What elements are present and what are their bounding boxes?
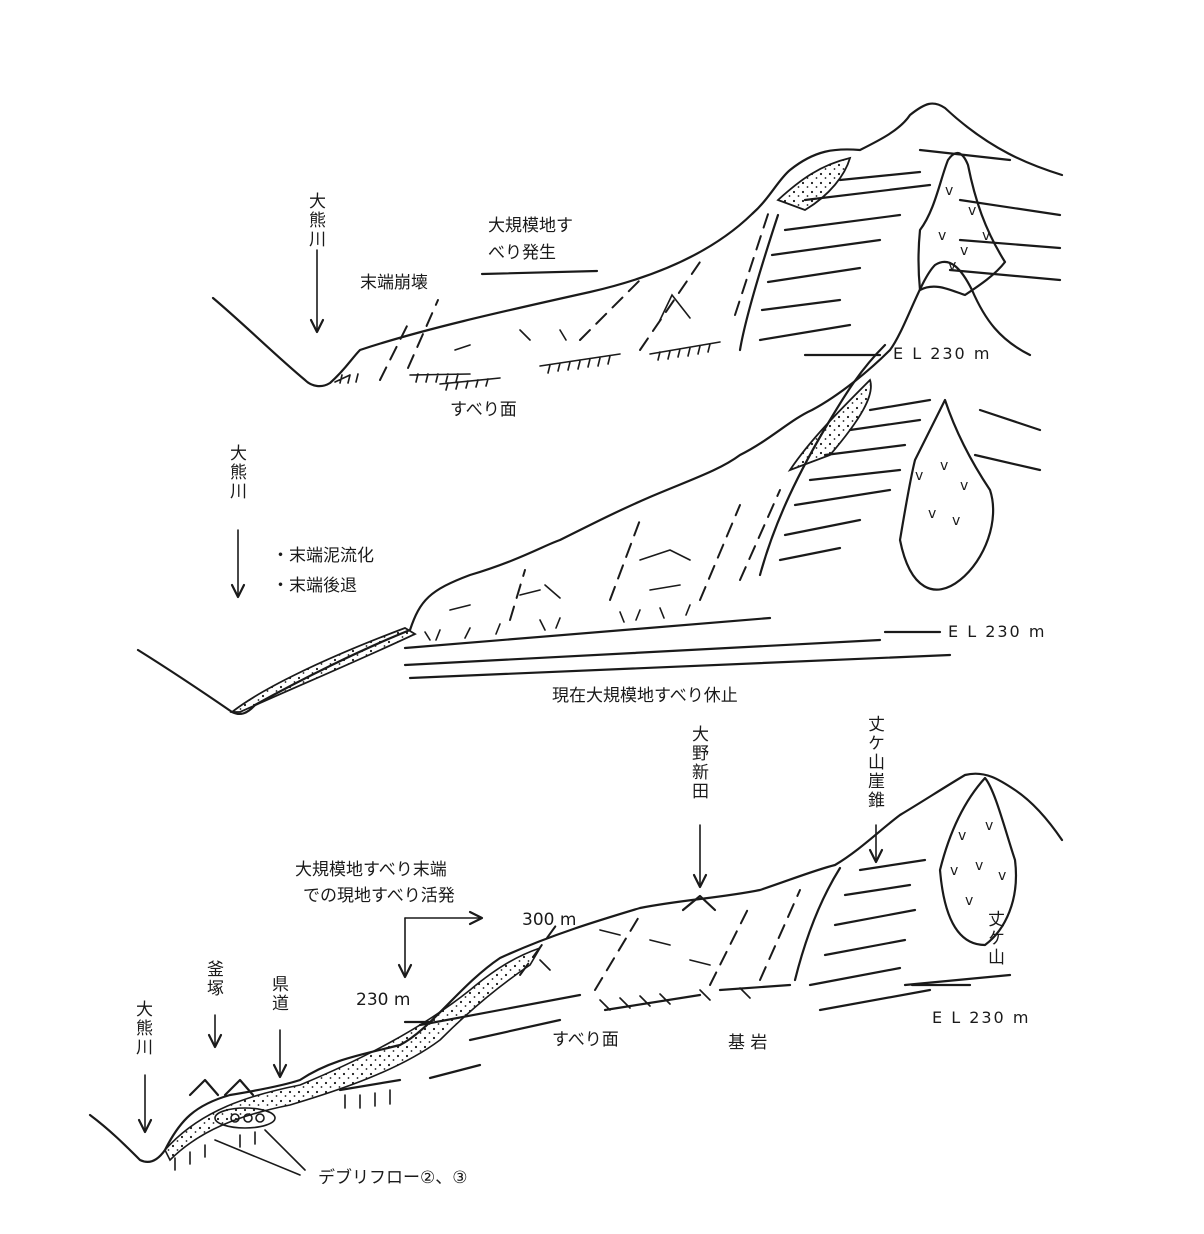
active-slide-line2: での現地すべり活発: [303, 886, 455, 906]
svg-text:v: v: [982, 228, 990, 244]
panel1-elevation-label: E L 230 m: [893, 344, 992, 363]
panel2-rest-label: 現在大規模地すべり休止: [552, 686, 738, 706]
svg-text:v: v: [952, 513, 960, 529]
svg-text:v: v: [928, 506, 936, 522]
bedrock-label: 基 岩: [728, 1033, 768, 1053]
debris-flow-label: デブリフロー②、③: [318, 1168, 468, 1188]
panel1-river-label: 大熊川: [305, 192, 325, 249]
jogayama-talus-label: 丈ケ山崖錐: [864, 715, 884, 810]
jogayama-mountain-label: 丈ケ山: [984, 910, 1004, 967]
svg-text:v: v: [948, 258, 956, 274]
svg-text:v: v: [940, 458, 948, 474]
svg-text:v: v: [968, 203, 976, 219]
prefectural-road-label: 県道: [268, 975, 288, 1013]
ono-shinden-label: 大野新田: [688, 725, 708, 801]
panel1-onset-line2: べり発生: [488, 243, 556, 263]
panel2-river-label: 大熊川: [226, 444, 246, 501]
panel1-section: vv vv vv: [211, 102, 1064, 391]
svg-text:v: v: [938, 228, 946, 244]
panel1-slip-surface-label: すべり面: [450, 400, 517, 420]
elevation-230m-label: 230 m: [356, 990, 411, 1010]
panel2-bullet-mudflow: ・末端泥流化: [272, 546, 374, 566]
svg-text:v: v: [960, 478, 968, 494]
svg-text:v: v: [998, 868, 1006, 884]
svg-text:v: v: [945, 183, 953, 199]
elevation-300m-label: 300 m: [522, 910, 577, 930]
panel2-bullet-retreat: ・末端後退: [272, 576, 357, 596]
svg-text:v: v: [985, 818, 993, 834]
panel3-slip-surface-label: すべり面: [552, 1030, 619, 1050]
svg-text:v: v: [950, 863, 958, 879]
svg-text:v: v: [915, 468, 923, 484]
panel2-elevation-label: E L 230 m: [948, 622, 1047, 641]
panel2-section: vv vv v: [136, 260, 1042, 716]
panel1-onset-line1: 大規模地す: [488, 216, 573, 236]
svg-text:v: v: [975, 858, 983, 874]
panel1-toe-collapse-label: 末端崩壊: [360, 273, 428, 293]
svg-text:v: v: [960, 243, 968, 259]
active-slide-line1: 大規模地すべり末端: [295, 860, 447, 880]
panel3-elevation-label: E L 230 m: [932, 1008, 1031, 1027]
kamatsuka-label: 釜塚: [203, 960, 223, 998]
svg-text:v: v: [965, 893, 973, 909]
panel3-river-label: 大熊川: [132, 1000, 152, 1057]
svg-text:v: v: [958, 828, 966, 844]
